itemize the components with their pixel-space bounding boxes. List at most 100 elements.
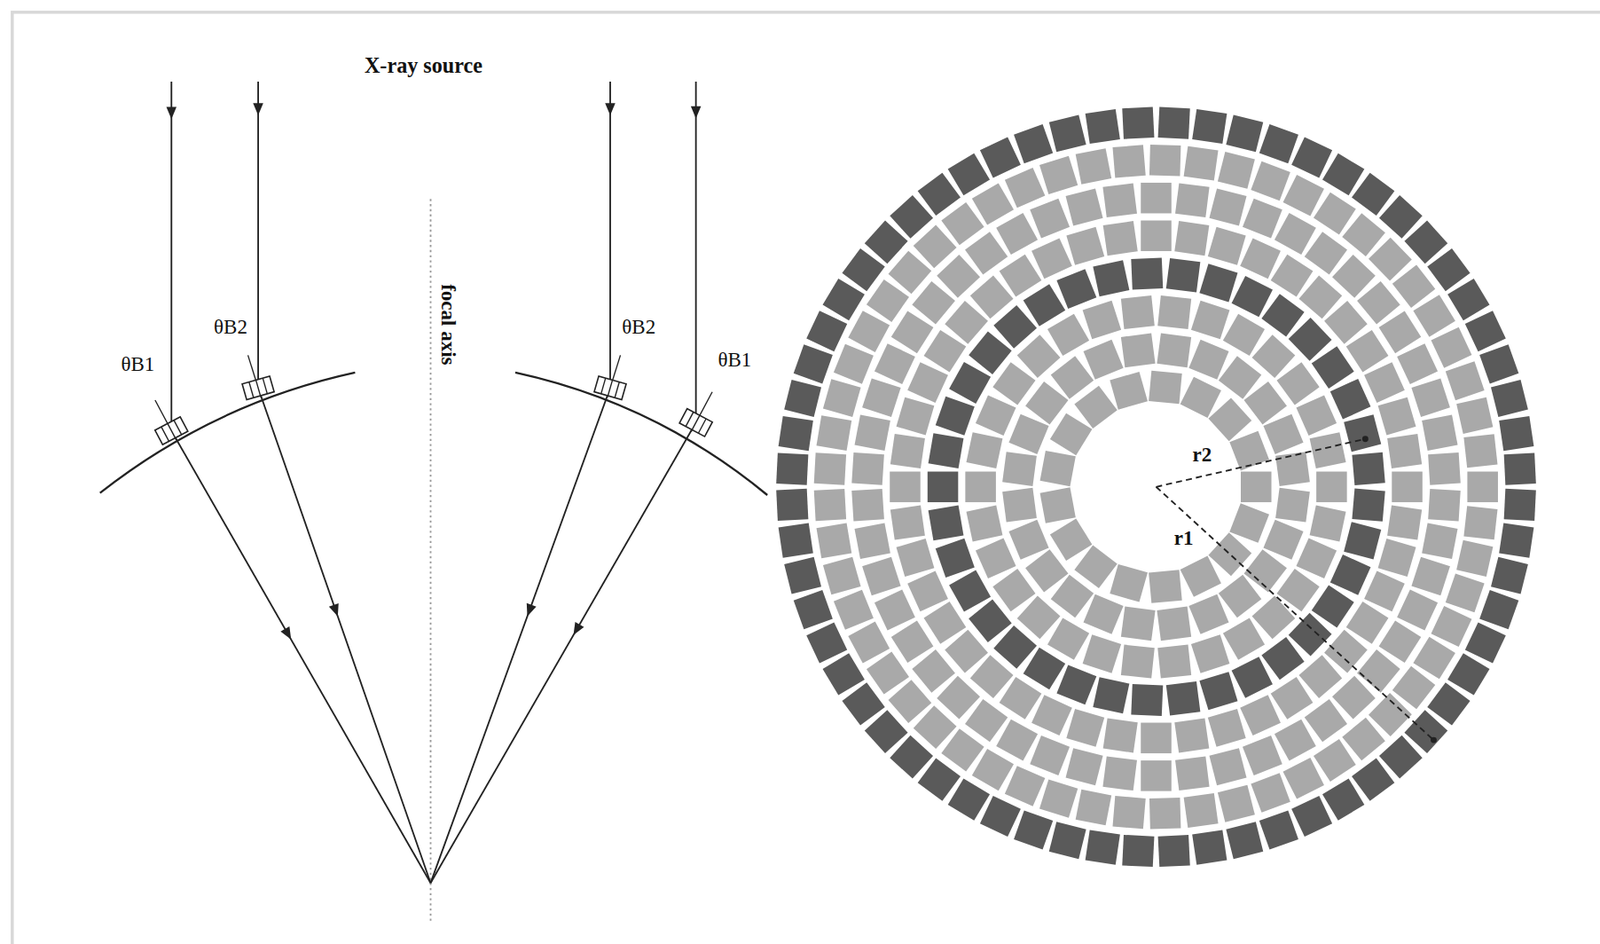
crystal-square	[1174, 220, 1209, 256]
crystal-square	[1231, 275, 1273, 317]
crystal-square	[1479, 344, 1519, 384]
crystal-square	[1047, 313, 1090, 356]
crystal-square	[1223, 618, 1265, 660]
crystal-square	[874, 343, 916, 385]
crystal-square	[1240, 471, 1272, 503]
angle-label: θB2	[213, 315, 248, 338]
crystal-square	[1166, 258, 1201, 293]
crystal-square	[1378, 538, 1417, 577]
crystal-square	[1075, 789, 1112, 825]
crystal-square	[1411, 556, 1450, 596]
crystal-square	[1351, 488, 1385, 522]
crystal-square	[1148, 370, 1183, 405]
crystal-square	[1158, 834, 1191, 867]
crystal-square	[1296, 537, 1338, 579]
crystal-square	[1156, 332, 1192, 368]
crystal-square	[1387, 433, 1422, 469]
crystal-square	[1047, 618, 1090, 660]
crystal-square	[1049, 114, 1087, 152]
crystal-square	[1149, 144, 1181, 176]
x-ray	[695, 81, 698, 423]
crystal-square	[1103, 717, 1138, 753]
crystal-square	[1270, 676, 1314, 720]
crystal-square	[1229, 431, 1270, 471]
crystal-square	[1465, 621, 1506, 663]
crystal-square	[1387, 505, 1422, 541]
crystal-square	[1343, 414, 1381, 452]
crystal-square	[975, 537, 1017, 579]
lens-arc	[515, 372, 768, 495]
crystal-square	[1121, 332, 1156, 368]
radius-line	[1156, 439, 1366, 487]
crystal-square	[1121, 644, 1155, 679]
crystal-square	[928, 432, 965, 469]
crystal-square	[1008, 414, 1049, 455]
arrowhead	[526, 603, 537, 617]
diffracted-ray	[431, 422, 697, 883]
crystal-square	[1498, 415, 1534, 451]
crystal-square	[1075, 148, 1112, 184]
crystal-square	[1463, 505, 1498, 540]
crystal-square	[1004, 765, 1045, 806]
crystal-square	[1056, 268, 1097, 309]
crystal-square	[1427, 488, 1461, 522]
crystal-square	[1017, 595, 1061, 639]
crystal-square	[896, 397, 935, 436]
arrowhead	[329, 603, 339, 617]
crystal-square	[1050, 413, 1093, 456]
crystal-square	[941, 202, 984, 245]
crystal-square	[1121, 834, 1154, 867]
x-ray	[170, 81, 173, 431]
crystal-square	[1039, 156, 1078, 195]
arrowhead	[690, 106, 702, 119]
crystal-square	[1040, 486, 1076, 523]
crystal-square	[1291, 795, 1333, 837]
crystal-square	[1157, 295, 1192, 330]
crystal-square	[1040, 450, 1076, 487]
crystal-square	[1396, 343, 1438, 385]
crystal-square	[816, 415, 853, 451]
crystal-square	[833, 589, 874, 630]
crystal-square	[816, 523, 853, 559]
crystal-square	[1092, 676, 1130, 714]
crystal-square	[1223, 313, 1265, 356]
crystal-square	[975, 395, 1017, 437]
crystal-square	[1343, 521, 1381, 559]
crystal-square	[1242, 735, 1283, 776]
crystal-square	[1466, 471, 1499, 503]
arrowhead	[573, 621, 585, 636]
crystal-square	[1066, 708, 1105, 747]
crystal-square	[1231, 656, 1273, 698]
crystal-square	[1364, 361, 1405, 403]
crystal-square	[896, 538, 935, 577]
crystal-square	[965, 431, 1003, 469]
crystal-square	[1225, 114, 1263, 152]
crystal-square	[1309, 504, 1347, 542]
crystal-square	[1025, 549, 1068, 592]
crystal-square	[1261, 636, 1304, 680]
x-ray	[257, 81, 259, 388]
crystal-square	[1447, 278, 1490, 321]
crystal-square	[862, 377, 901, 416]
crystal-square	[1229, 502, 1270, 543]
crystal-square	[1259, 809, 1299, 849]
crystal-square	[1004, 167, 1045, 208]
crystal-square	[1463, 433, 1498, 468]
crystal-square	[1191, 300, 1230, 339]
crystal-square	[1427, 452, 1461, 486]
angle-label: θB2	[621, 315, 656, 338]
crystal-square	[1283, 174, 1325, 216]
crystal-square	[891, 311, 934, 354]
crystal-square	[1239, 694, 1281, 736]
crystal-square	[1456, 540, 1493, 577]
crystal-square	[1175, 756, 1210, 792]
x-ray	[609, 81, 612, 388]
crystal-square	[999, 254, 1043, 298]
crystal-square	[1242, 198, 1283, 239]
crystal-square	[1192, 109, 1227, 144]
crystal-tile	[594, 376, 627, 400]
crystal-square	[1490, 556, 1529, 595]
crystal-square	[996, 719, 1038, 761]
crystal-square	[1039, 779, 1078, 818]
